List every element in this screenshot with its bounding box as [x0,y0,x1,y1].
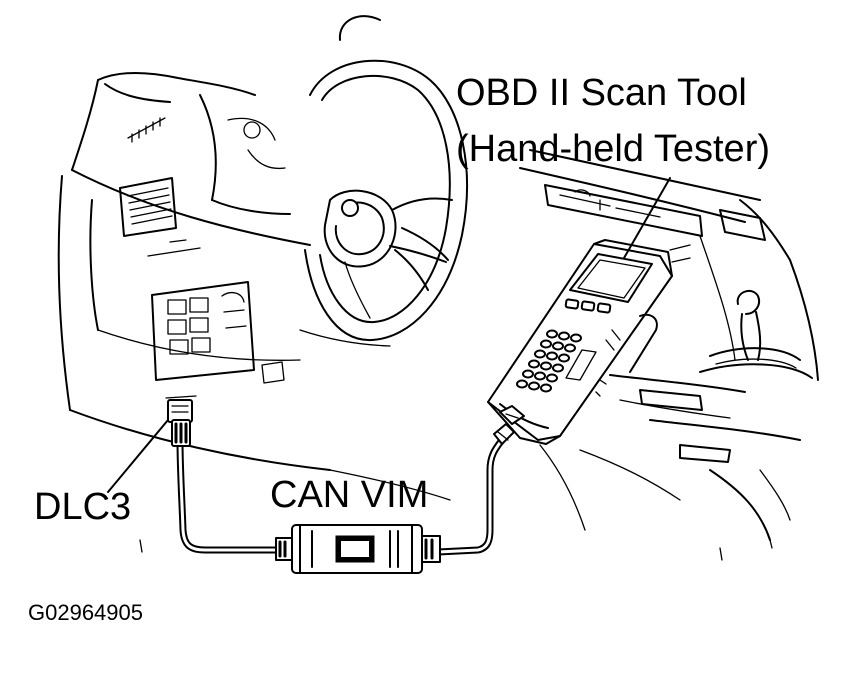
figure-id-label: G02964905 [28,600,143,625]
dashboard [57,72,451,501]
center-console [519,149,819,541]
scan-tool-sublabel: (Hand-held Tester) [456,128,771,170]
dlc3-connector [165,395,197,447]
leader-line-scan-tool [623,177,671,259]
can-vim-module [275,524,441,574]
cable-vim-to-scan-tool [434,436,506,556]
scan-tool-keypad [516,329,597,393]
obd2-scan-tool [487,239,673,445]
dlc3-label: DLC3 [34,486,132,528]
can-vim-label: CAN VIM [270,474,429,516]
leader-line-dlc3 [107,419,169,493]
scan-tool-label: OBD II Scan Tool [456,72,747,114]
cable-dlc3-to-vim [176,436,282,554]
steering-wheel [304,15,468,342]
scan-tool-plug [493,423,515,445]
